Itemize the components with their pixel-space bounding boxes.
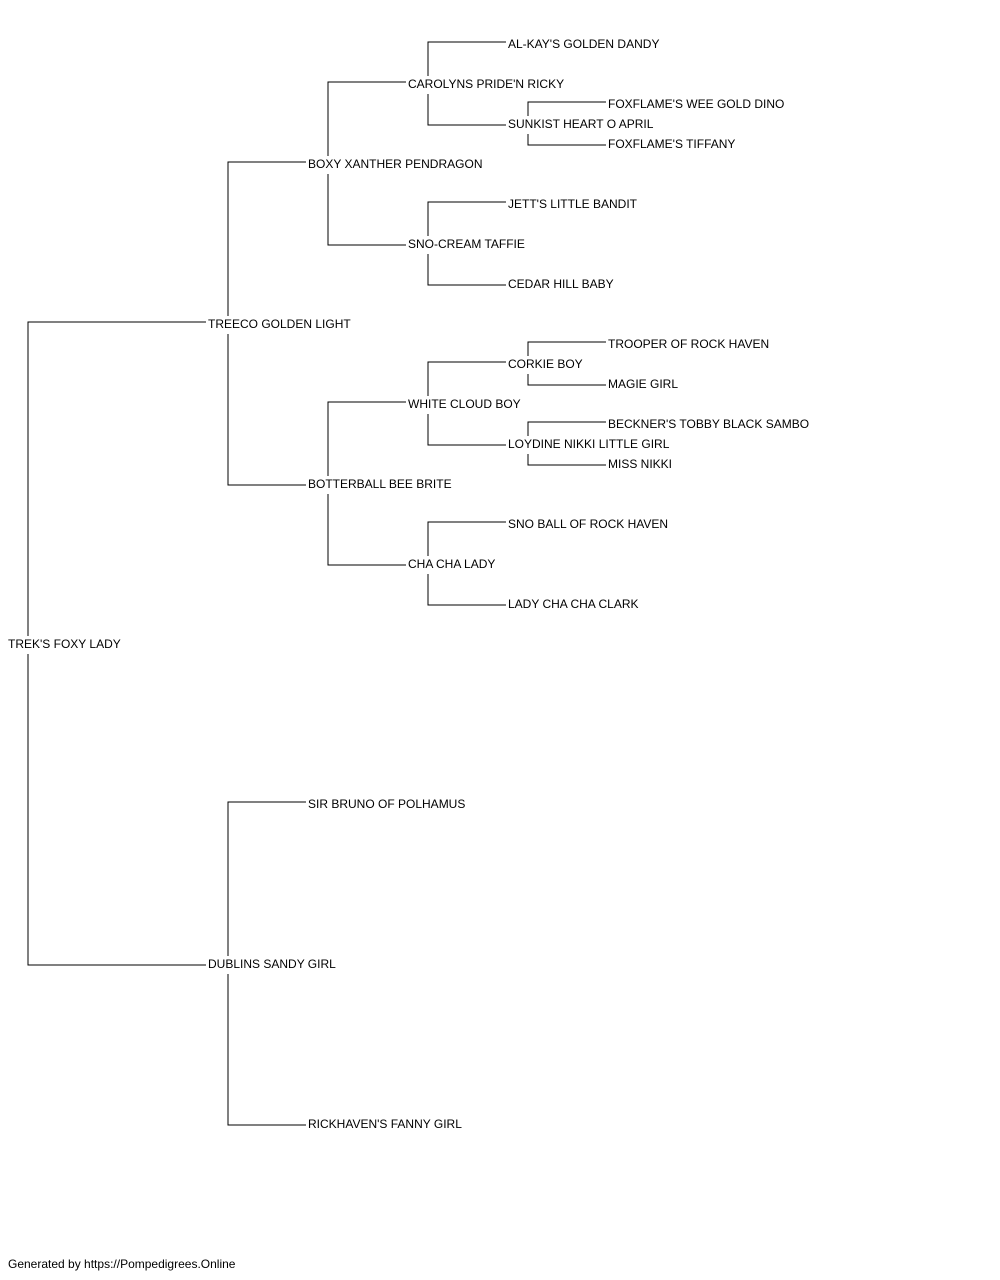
pedigree-name-al-kay-s-golden-dandy: AL-KAY'S GOLDEN DANDY <box>508 37 659 51</box>
dam-connector-cha-cha-lady <box>427 574 506 606</box>
dam-connector-carolyns-pride-n-ricky <box>427 94 506 126</box>
pedigree-name-corkie-boy: CORKIE BOY <box>508 357 583 371</box>
pedigree-name-trooper-of-rock-haven: TROOPER OF ROCK HAVEN <box>608 337 769 351</box>
pedigree-name-loydine-nikki-little-girl: LOYDINE NIKKI LITTLE GIRL <box>508 437 670 451</box>
pedigree-name-rickhaven-s-fanny-girl: RICKHAVEN'S FANNY GIRL <box>308 1117 462 1131</box>
pedigree-name-foxflame-s-wee-gold-dino: FOXFLAME'S WEE GOLD DINO <box>608 97 784 111</box>
sire-connector-treeco-golden-light <box>227 161 306 316</box>
pedigree-name-lady-cha-cha-clark: LADY CHA CHA CLARK <box>508 597 639 611</box>
dam-connector-boxy-xanther-pendragon <box>327 174 406 246</box>
pedigree-name-beckner-s-tobby-black-sambo: BECKNER'S TOBBY BLACK SAMBO <box>608 417 809 431</box>
sire-connector-cha-cha-lady <box>427 521 506 556</box>
pedigree-name-sno-ball-of-rock-haven: SNO BALL OF ROCK HAVEN <box>508 517 668 531</box>
pedigree-name-foxflame-s-tiffany: FOXFLAME'S TIFFANY <box>608 137 735 151</box>
generated-by-footer: Generated by https://Pompedigrees.Online <box>8 1257 236 1271</box>
pedigree-name-sir-bruno-of-polhamus: SIR BRUNO OF POLHAMUS <box>308 797 465 811</box>
pedigree-name-magie-girl: MAGIE GIRL <box>608 377 678 391</box>
pedigree-name-miss-nikki: MISS NIKKI <box>608 457 672 471</box>
pedigree-name-boxy-xanther-pendragon: BOXY XANTHER PENDRAGON <box>308 157 482 171</box>
dam-connector-sno-cream-taffie <box>427 254 506 286</box>
sire-connector-sno-cream-taffie <box>427 201 506 236</box>
pedigree-name-cha-cha-lady: CHA CHA LADY <box>408 557 495 571</box>
pedigree-name-sno-cream-taffie: SNO-CREAM TAFFIE <box>408 237 525 251</box>
sire-connector-trek-s-foxy-lady <box>27 321 206 636</box>
dam-connector-loydine-nikki-little-girl <box>527 454 606 466</box>
sire-connector-boxy-xanther-pendragon <box>327 81 406 156</box>
sire-connector-sunkist-heart-o-april <box>527 101 606 116</box>
dam-connector-dublins-sandy-girl <box>227 974 306 1126</box>
dam-connector-treeco-golden-light <box>227 334 306 486</box>
sire-connector-corkie-boy <box>527 341 606 356</box>
pedigree-name-treeco-golden-light: TREECO GOLDEN LIGHT <box>208 317 351 331</box>
pedigree-name-jett-s-little-bandit: JETT'S LITTLE BANDIT <box>508 197 638 211</box>
sire-connector-carolyns-pride-n-ricky <box>427 41 506 76</box>
pedigree-name-trek-s-foxy-lady: TREK'S FOXY LADY <box>8 637 121 651</box>
dam-connector-sunkist-heart-o-april <box>527 134 606 146</box>
dam-connector-botterball-bee-brite <box>327 494 406 566</box>
dam-connector-corkie-boy <box>527 374 606 386</box>
dam-connector-white-cloud-boy <box>427 414 506 446</box>
pedigree-name-dublins-sandy-girl: DUBLINS SANDY GIRL <box>208 957 336 971</box>
pedigree-name-carolyns-pride-n-ricky: CAROLYNS PRIDE'N RICKY <box>408 77 564 91</box>
dam-connector-trek-s-foxy-lady <box>27 654 206 966</box>
pedigree-name-cedar-hill-baby: CEDAR HILL BABY <box>508 277 614 291</box>
sire-connector-white-cloud-boy <box>427 361 506 396</box>
sire-connector-dublins-sandy-girl <box>227 801 306 956</box>
pedigree-name-botterball-bee-brite: BOTTERBALL BEE BRITE <box>308 477 452 491</box>
pedigree-name-sunkist-heart-o-april: SUNKIST HEART O APRIL <box>508 117 654 131</box>
pedigree-name-white-cloud-boy: WHITE CLOUD BOY <box>408 397 521 411</box>
sire-connector-loydine-nikki-little-girl <box>527 421 606 436</box>
sire-connector-botterball-bee-brite <box>327 401 406 476</box>
